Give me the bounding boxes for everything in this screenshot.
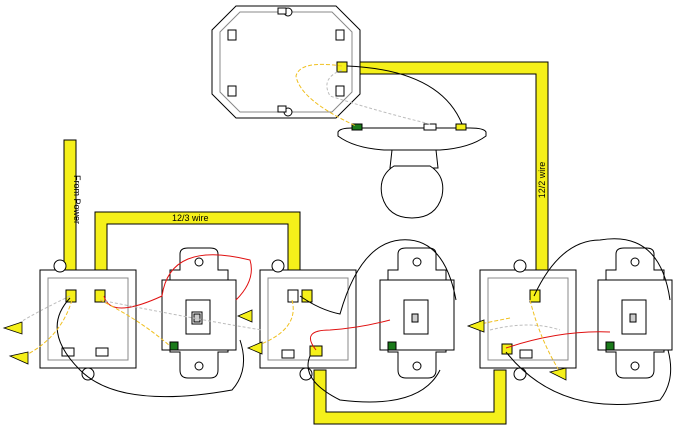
switch-box-2 (259, 259, 357, 381)
switch-2[interactable] (379, 247, 455, 379)
hot-wire-2 (309, 319, 391, 351)
light-fixture (337, 123, 487, 219)
light-bulb (380, 165, 444, 219)
cable-12-2 (341, 61, 549, 279)
wire-nut-ceiling (336, 61, 348, 73)
wire-12-2-label: 12/2 wire (537, 162, 547, 199)
switch-1[interactable] (161, 247, 237, 379)
ceiling-wires (295, 63, 463, 127)
switch-box-1 (39, 259, 137, 381)
wires (9, 238, 672, 406)
switch-box-3 (479, 259, 577, 381)
toggle-2[interactable] (411, 313, 419, 323)
wire-12-3-label: 12/3 wire (172, 213, 209, 223)
wire-tips (2, 309, 567, 381)
cable-bottom (313, 369, 507, 425)
toggle-3[interactable] (629, 313, 637, 323)
hot-wire-3 (505, 331, 611, 349)
hot-wire-1 (103, 254, 252, 309)
from-power-label: From Power (72, 175, 82, 224)
switch-3[interactable] (597, 247, 673, 379)
ceiling-box (211, 5, 361, 119)
